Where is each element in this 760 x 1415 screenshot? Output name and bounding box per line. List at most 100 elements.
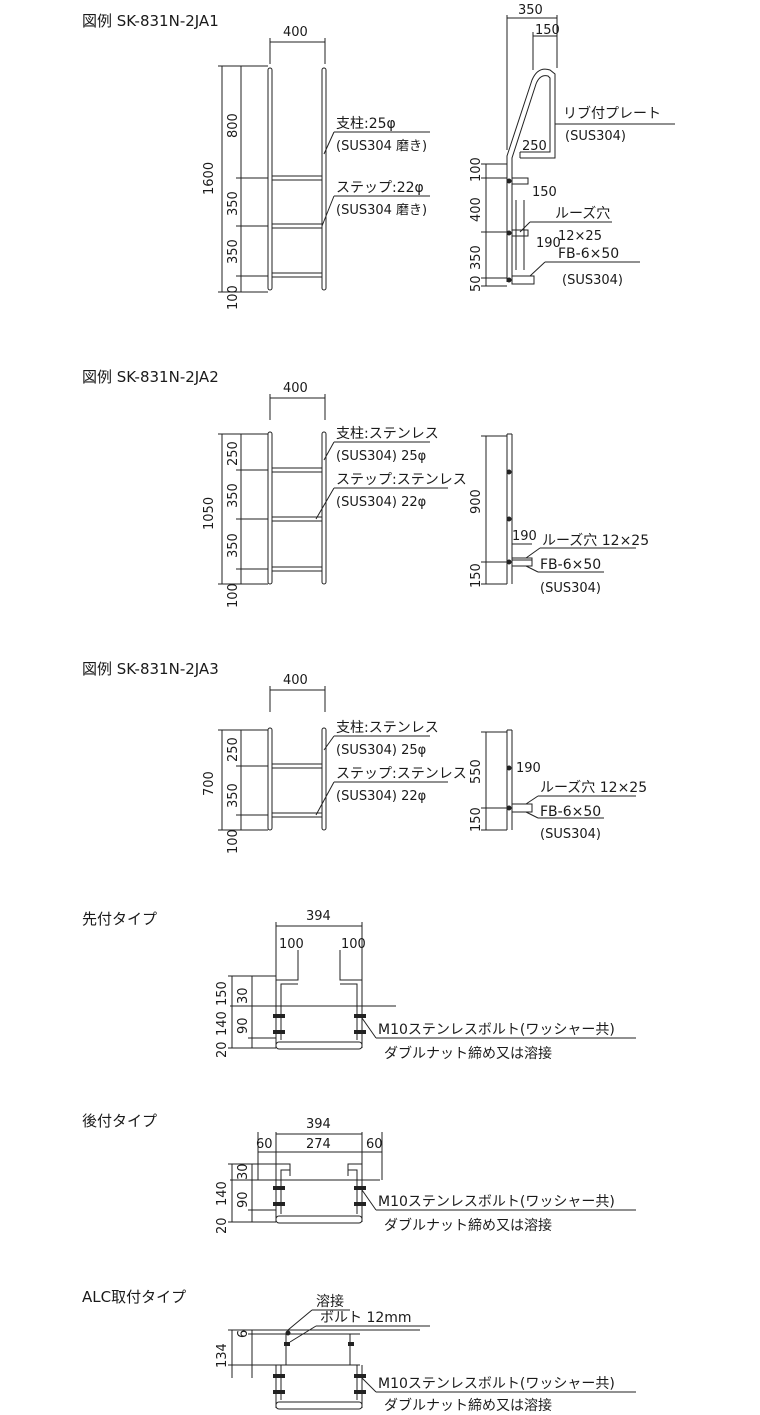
ladder-post-right (321, 727, 327, 831)
bolt-icon (273, 1390, 285, 1394)
bracket (511, 275, 535, 285)
bolt-icon (273, 1374, 285, 1378)
type-rear-mount: 後付タイプ 394 60 274 60 140 20 30 90 M10ステン (82, 1112, 636, 1234)
step-spec: (SUS304) 22φ (336, 495, 426, 510)
bracket (511, 803, 533, 813)
side-seg-dim: 400 (469, 197, 484, 222)
total-height-dim: 1600 (202, 162, 217, 195)
bolt-label: M10ステンレスボルト(ワッシャー共) (378, 1194, 615, 1210)
ladder-step (271, 223, 323, 229)
segment-dim: 800 (226, 113, 241, 138)
segment-dim: 350 (226, 783, 241, 808)
total-height-dim: 700 (202, 771, 217, 796)
side-seg-dim: 50 (469, 275, 484, 292)
side-top-dim: 350 (518, 3, 543, 18)
type-front-mount: 先付タイプ 394 100 100 150 140 20 30 90 (82, 909, 636, 1062)
ladder-step (271, 467, 323, 473)
sub-dim-left: 60 (256, 1137, 273, 1152)
bolt-icon (354, 1014, 366, 1018)
segment-dim: 350 (226, 239, 241, 264)
ladder-step (271, 175, 323, 181)
post-spec: (SUS304) 25φ (336, 449, 426, 464)
bolt-dim: 190 (512, 529, 537, 544)
section-sk-831n-2ja2: 図例 SK-831N-2JA2 400 1050 250 350 350 100… (82, 368, 649, 608)
bolt-icon (506, 559, 512, 565)
step-label: ステップ:ステンレス (336, 766, 467, 782)
weld-icon (285, 1330, 291, 1336)
bolt-icon (354, 1202, 366, 1206)
width-dim: 394 (306, 909, 331, 924)
anchor-label: ボルト 12mm (320, 1310, 412, 1326)
sub-dim-right: 100 (341, 937, 366, 952)
section-title: 図例 SK-831N-2JA3 (82, 660, 219, 678)
fb-spec: (SUS304) (562, 273, 623, 288)
fb-label: FB-6×50 (540, 557, 601, 573)
type-title: ALC取付タイプ (82, 1288, 186, 1306)
bolt-icon (506, 805, 512, 811)
rib-dim: 250 (522, 139, 547, 154)
hole-label: ルーズ穴 12×25 (542, 533, 649, 549)
side-seg-dim: 900 (469, 489, 484, 514)
inner-dim: 90 (236, 1017, 251, 1034)
ladder-post-left (267, 727, 273, 831)
side-view: 900 150 190 ルーズ穴 12×25 FB-6×50 (SUS304) (469, 433, 649, 596)
width-dim: 400 (283, 673, 308, 688)
outer-dim: 20 (215, 1217, 230, 1234)
fb-spec: (SUS304) (540, 581, 601, 596)
side-view: 350 150 250 150 190 100 400 350 50 (469, 3, 675, 292)
ladder-step (275, 1215, 363, 1224)
outer-dim: 6 (236, 1330, 251, 1338)
ladder-step (271, 763, 323, 769)
ladder-step (271, 812, 323, 818)
inner-dim: 30 (236, 1163, 251, 1180)
side-seg-dim: 150 (469, 807, 484, 832)
side-seg-dim: 100 (469, 157, 484, 182)
bracket (511, 229, 529, 237)
nut-label: ダブルナット締め又は溶接 (384, 1045, 552, 1062)
segment-dim: 250 (226, 737, 241, 762)
bolt-icon (354, 1390, 366, 1394)
step-spec: (SUS304) 22φ (336, 789, 426, 804)
segment-dim: 350 (226, 483, 241, 508)
weld-label: 溶接 (316, 1293, 344, 1310)
bolt-icon (354, 1374, 366, 1378)
ladder-step (271, 272, 323, 278)
step-label: ステップ:22φ (336, 180, 424, 196)
bolt-icon (348, 1342, 354, 1346)
section-sk-831n-2ja3: 図例 SK-831N-2JA3 400 700 250 350 100 支柱:ス… (82, 660, 647, 854)
ladder-step (275, 1041, 363, 1050)
post-label: 支柱:ステンレス (336, 720, 439, 736)
hole-spec: 12×25 (558, 229, 602, 244)
fb-label: FB-6×50 (558, 246, 619, 262)
fb-spec: (SUS304) (540, 827, 601, 842)
bolt-icon (273, 1014, 285, 1018)
bolt-icon (273, 1186, 285, 1190)
section-sk-831n-2ja1: 図例 SK-831N-2JA1 400 1600 800 350 350 100… (82, 3, 675, 310)
nut-label: ダブルナット締め又は溶接 (384, 1397, 552, 1414)
bolt-icon (354, 1030, 366, 1034)
type-alc-mount: ALC取付タイプ 134 6 溶接 ボルト 12mm M10ステンレス (82, 1288, 636, 1414)
bolt-icon (506, 765, 512, 771)
bolt-icon (506, 178, 512, 184)
ladder-step (275, 1401, 363, 1410)
step-spec: (SUS304 磨き) (336, 203, 427, 218)
outer-dim: 150 (215, 981, 230, 1006)
type-title: 後付タイプ (82, 1112, 157, 1130)
type-title: 先付タイプ (82, 910, 157, 928)
step-label: ステップ:ステンレス (336, 472, 467, 488)
inner-dim: 90 (236, 1191, 251, 1208)
side-seg-dim: 150 (469, 563, 484, 588)
bolt-icon (506, 516, 512, 522)
bracket (511, 177, 529, 185)
bolt-icon (273, 1202, 285, 1206)
segment-dim: 100 (226, 829, 241, 854)
side-seg-dim: 550 (469, 759, 484, 784)
section-title: 図例 SK-831N-2JA2 (82, 368, 219, 386)
post-spec: (SUS304 磨き) (336, 139, 427, 154)
bolt-label: M10ステンレスボルト(ワッシャー共) (378, 1376, 615, 1392)
ladder-step (271, 566, 323, 572)
bolt-icon (273, 1030, 285, 1034)
segment-dim: 250 (226, 441, 241, 466)
ladder-post-right (321, 67, 327, 291)
bolt-label: M10ステンレスボルト(ワッシャー共) (378, 1022, 615, 1038)
